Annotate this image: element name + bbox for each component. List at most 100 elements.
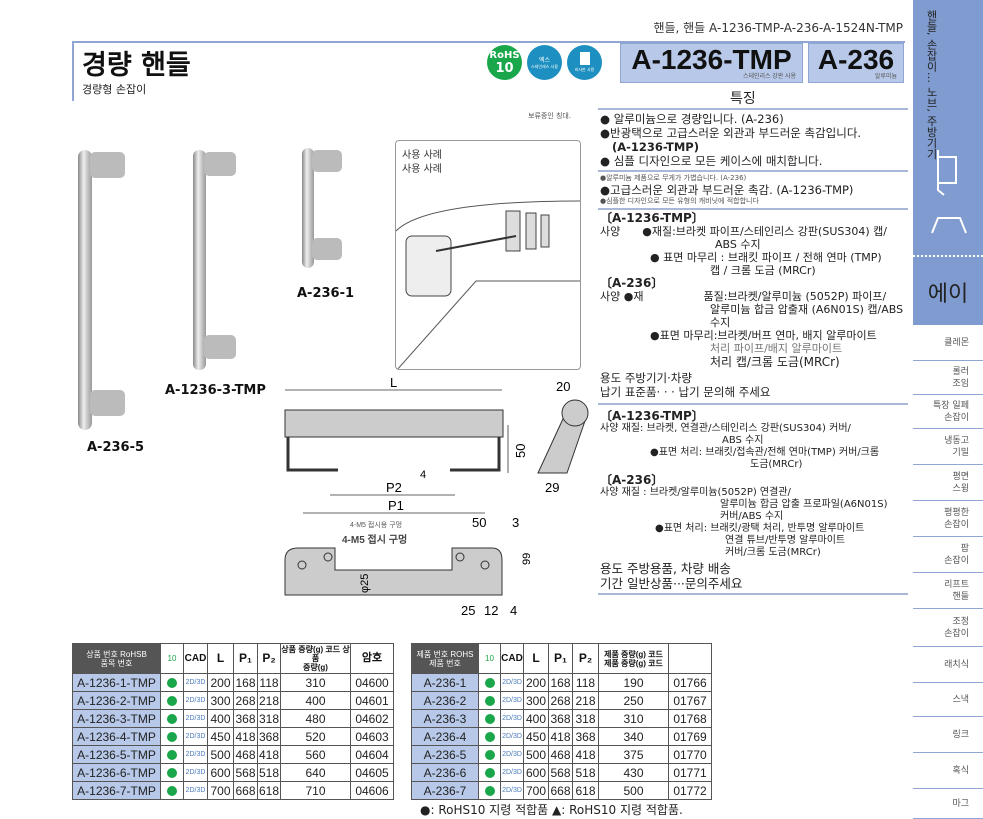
- product-code: 04600: [350, 673, 394, 692]
- page-subtitle: 경량형 손잡이: [82, 83, 147, 96]
- part-number: A-236-5: [411, 745, 479, 764]
- pitch-p1: 468: [548, 745, 573, 764]
- spec-line: 커버/ABS 수지: [720, 511, 784, 522]
- weight: 190: [598, 673, 669, 692]
- part-number: A-236-4: [411, 727, 479, 746]
- cad-link[interactable]: 2D/3D: [183, 727, 208, 746]
- sidebar-item[interactable]: 롤러 조임: [913, 361, 983, 395]
- dim-label-L: L: [390, 375, 397, 390]
- rohs-compliant-icon: [484, 732, 495, 743]
- sidebar-category-title: 핸들, 손잡이… 노브, 주방기기: [925, 10, 938, 160]
- cad-link[interactable]: 2D/3D: [500, 709, 524, 728]
- product-code: 01770: [668, 745, 712, 764]
- sidebar-item-label: 롤러 조임: [952, 366, 969, 389]
- cad-link[interactable]: 2D/3D: [183, 709, 208, 728]
- sidebar-item[interactable]: 평면 스윙: [913, 465, 983, 501]
- weight: 500: [598, 781, 669, 800]
- sidebar-item-label: 특장 일페 손잡이: [933, 400, 969, 423]
- column-header-cad: CAD: [183, 643, 208, 674]
- spec-line: ●표면 처리: 브래킷/접속관/전해 연마(TMP) 커버/크롬: [650, 447, 880, 458]
- dimension-drawing: L 50 4 P2 P1 20 29 4-M5 접시용 구멍 4-M5 접시 구…: [284, 375, 589, 618]
- weight: 480: [280, 709, 351, 728]
- sidebar-item[interactable]: 혹식: [913, 753, 983, 789]
- sidebar-item[interactable]: 마그: [913, 789, 983, 819]
- part-number: A-1236-1-TMP: [72, 673, 161, 692]
- part-number: A-1236-4-TMP: [72, 727, 161, 746]
- weight: 560: [280, 745, 351, 764]
- cad-link[interactable]: 2D/3D: [183, 673, 208, 692]
- pitch-p2: 418: [257, 745, 281, 764]
- pitch-p1: 568: [548, 763, 573, 782]
- rohs-footnote: ●: RoHS10 지령 적합품 ▲: RoHS10 지령 적합품.: [420, 803, 683, 817]
- pitch-p2: 118: [257, 673, 281, 692]
- cad-link[interactable]: 2D/3D: [183, 781, 208, 800]
- sidebar-item[interactable]: 조정 손잡이: [913, 609, 983, 647]
- spec-line: 사양 ●재: [600, 290, 644, 303]
- length-l: 200: [207, 673, 234, 692]
- sidebar-item-label: 냉동고 기밀: [944, 435, 969, 458]
- length-l: 400: [207, 709, 234, 728]
- sidebar-item[interactable]: 팝 손잡이: [913, 537, 983, 573]
- rohs-compliant-icon: [167, 786, 177, 797]
- sidebar-item-label: 클레몬: [944, 337, 969, 348]
- rohs-compliant-icon: [484, 786, 495, 797]
- sidebar-category-label[interactable]: 에이: [927, 282, 969, 307]
- part-number: A-1236-3-TMP: [72, 709, 161, 728]
- rohs-compliant-icon: [484, 768, 495, 779]
- dim-label-phi25: φ25: [359, 574, 371, 593]
- part-number: A-236-7: [411, 781, 479, 800]
- weight: 710: [280, 781, 351, 800]
- sidebar-item[interactable]: 스낵: [913, 683, 983, 717]
- cad-link[interactable]: 2D/3D: [500, 673, 524, 692]
- sidebar-item-label: 리프트 핸들: [944, 579, 969, 602]
- cad-link[interactable]: 2D/3D: [500, 727, 524, 746]
- breadcrumb[interactable]: 핸들, 핸들 A-1236-TMP-A-236-A-1524N-TMP: [653, 21, 903, 35]
- product-label: A-236-5: [87, 440, 145, 455]
- sidebar-item[interactable]: 리프트 핸들: [913, 573, 983, 609]
- spec-line: 사양 재질: 브라켓, 연결관/스테인리스 강판(SUS304) 커버/: [600, 423, 851, 434]
- code-box-note: 스테인리스 강판 사용: [742, 74, 796, 80]
- usage-line: 기간 일반상품···문의주세요: [600, 576, 743, 591]
- cad-link[interactable]: 2D/3D: [500, 763, 524, 782]
- cad-link[interactable]: 2D/3D: [183, 691, 208, 710]
- spec-line: 알루미늄 합금 압출재 (A6N01S) 캡/ABS: [710, 303, 904, 316]
- header-rule: [72, 41, 905, 43]
- pitch-p1: 418: [548, 727, 573, 746]
- rohs-status: [478, 781, 501, 800]
- weight: 430: [598, 763, 669, 782]
- sidebar-item[interactable]: 냉동고 기밀: [913, 429, 983, 465]
- train-interior-illustration: [396, 200, 580, 369]
- sidebar-item[interactable]: 링크: [913, 717, 983, 753]
- cad-link[interactable]: 2D/3D: [500, 691, 524, 710]
- product-code: 04602: [350, 709, 394, 728]
- cad-link[interactable]: 2D/3D: [500, 781, 524, 800]
- rohs-status: [478, 709, 501, 728]
- feature-item: ● 알루미늄으로 경량입니다. (A-236): [600, 112, 784, 126]
- pitch-p2: 318: [572, 709, 599, 728]
- spec-heading: 〔A-1236-TMP〕: [600, 211, 704, 225]
- cad-link[interactable]: 2D/3D: [500, 745, 524, 764]
- product-label: A-1236-3-TMP: [165, 383, 266, 398]
- rohs-compliant-icon: [167, 768, 177, 779]
- sidebar-item[interactable]: 래치식: [913, 647, 983, 683]
- sidebar-item[interactable]: 특장 일페 손잡이: [913, 395, 983, 429]
- sidebar-item[interactable]: 평평한 손잡이: [913, 501, 983, 537]
- spec-line: ●표면 처리: 브래킷/광택 처리, 반투명 알루마이트: [655, 523, 865, 534]
- divider: [598, 208, 908, 210]
- cad-link[interactable]: 2D/3D: [183, 763, 208, 782]
- cad-link[interactable]: 2D/3D: [183, 745, 208, 764]
- spec-heading: 〔A-1236-TMP〕: [600, 409, 704, 423]
- sidebar-item-label: 조정 손잡이: [944, 616, 969, 639]
- page-title: 경량 핸들: [82, 50, 191, 81]
- column-header-part: 상품 번호 RoHSB 품목 번호: [72, 643, 161, 674]
- sidebar-item[interactable]: 클레몬: [913, 325, 983, 361]
- rohs-status: [160, 745, 184, 764]
- pitch-p1: 368: [233, 709, 258, 728]
- part-number: A-1236-2-TMP: [72, 691, 161, 710]
